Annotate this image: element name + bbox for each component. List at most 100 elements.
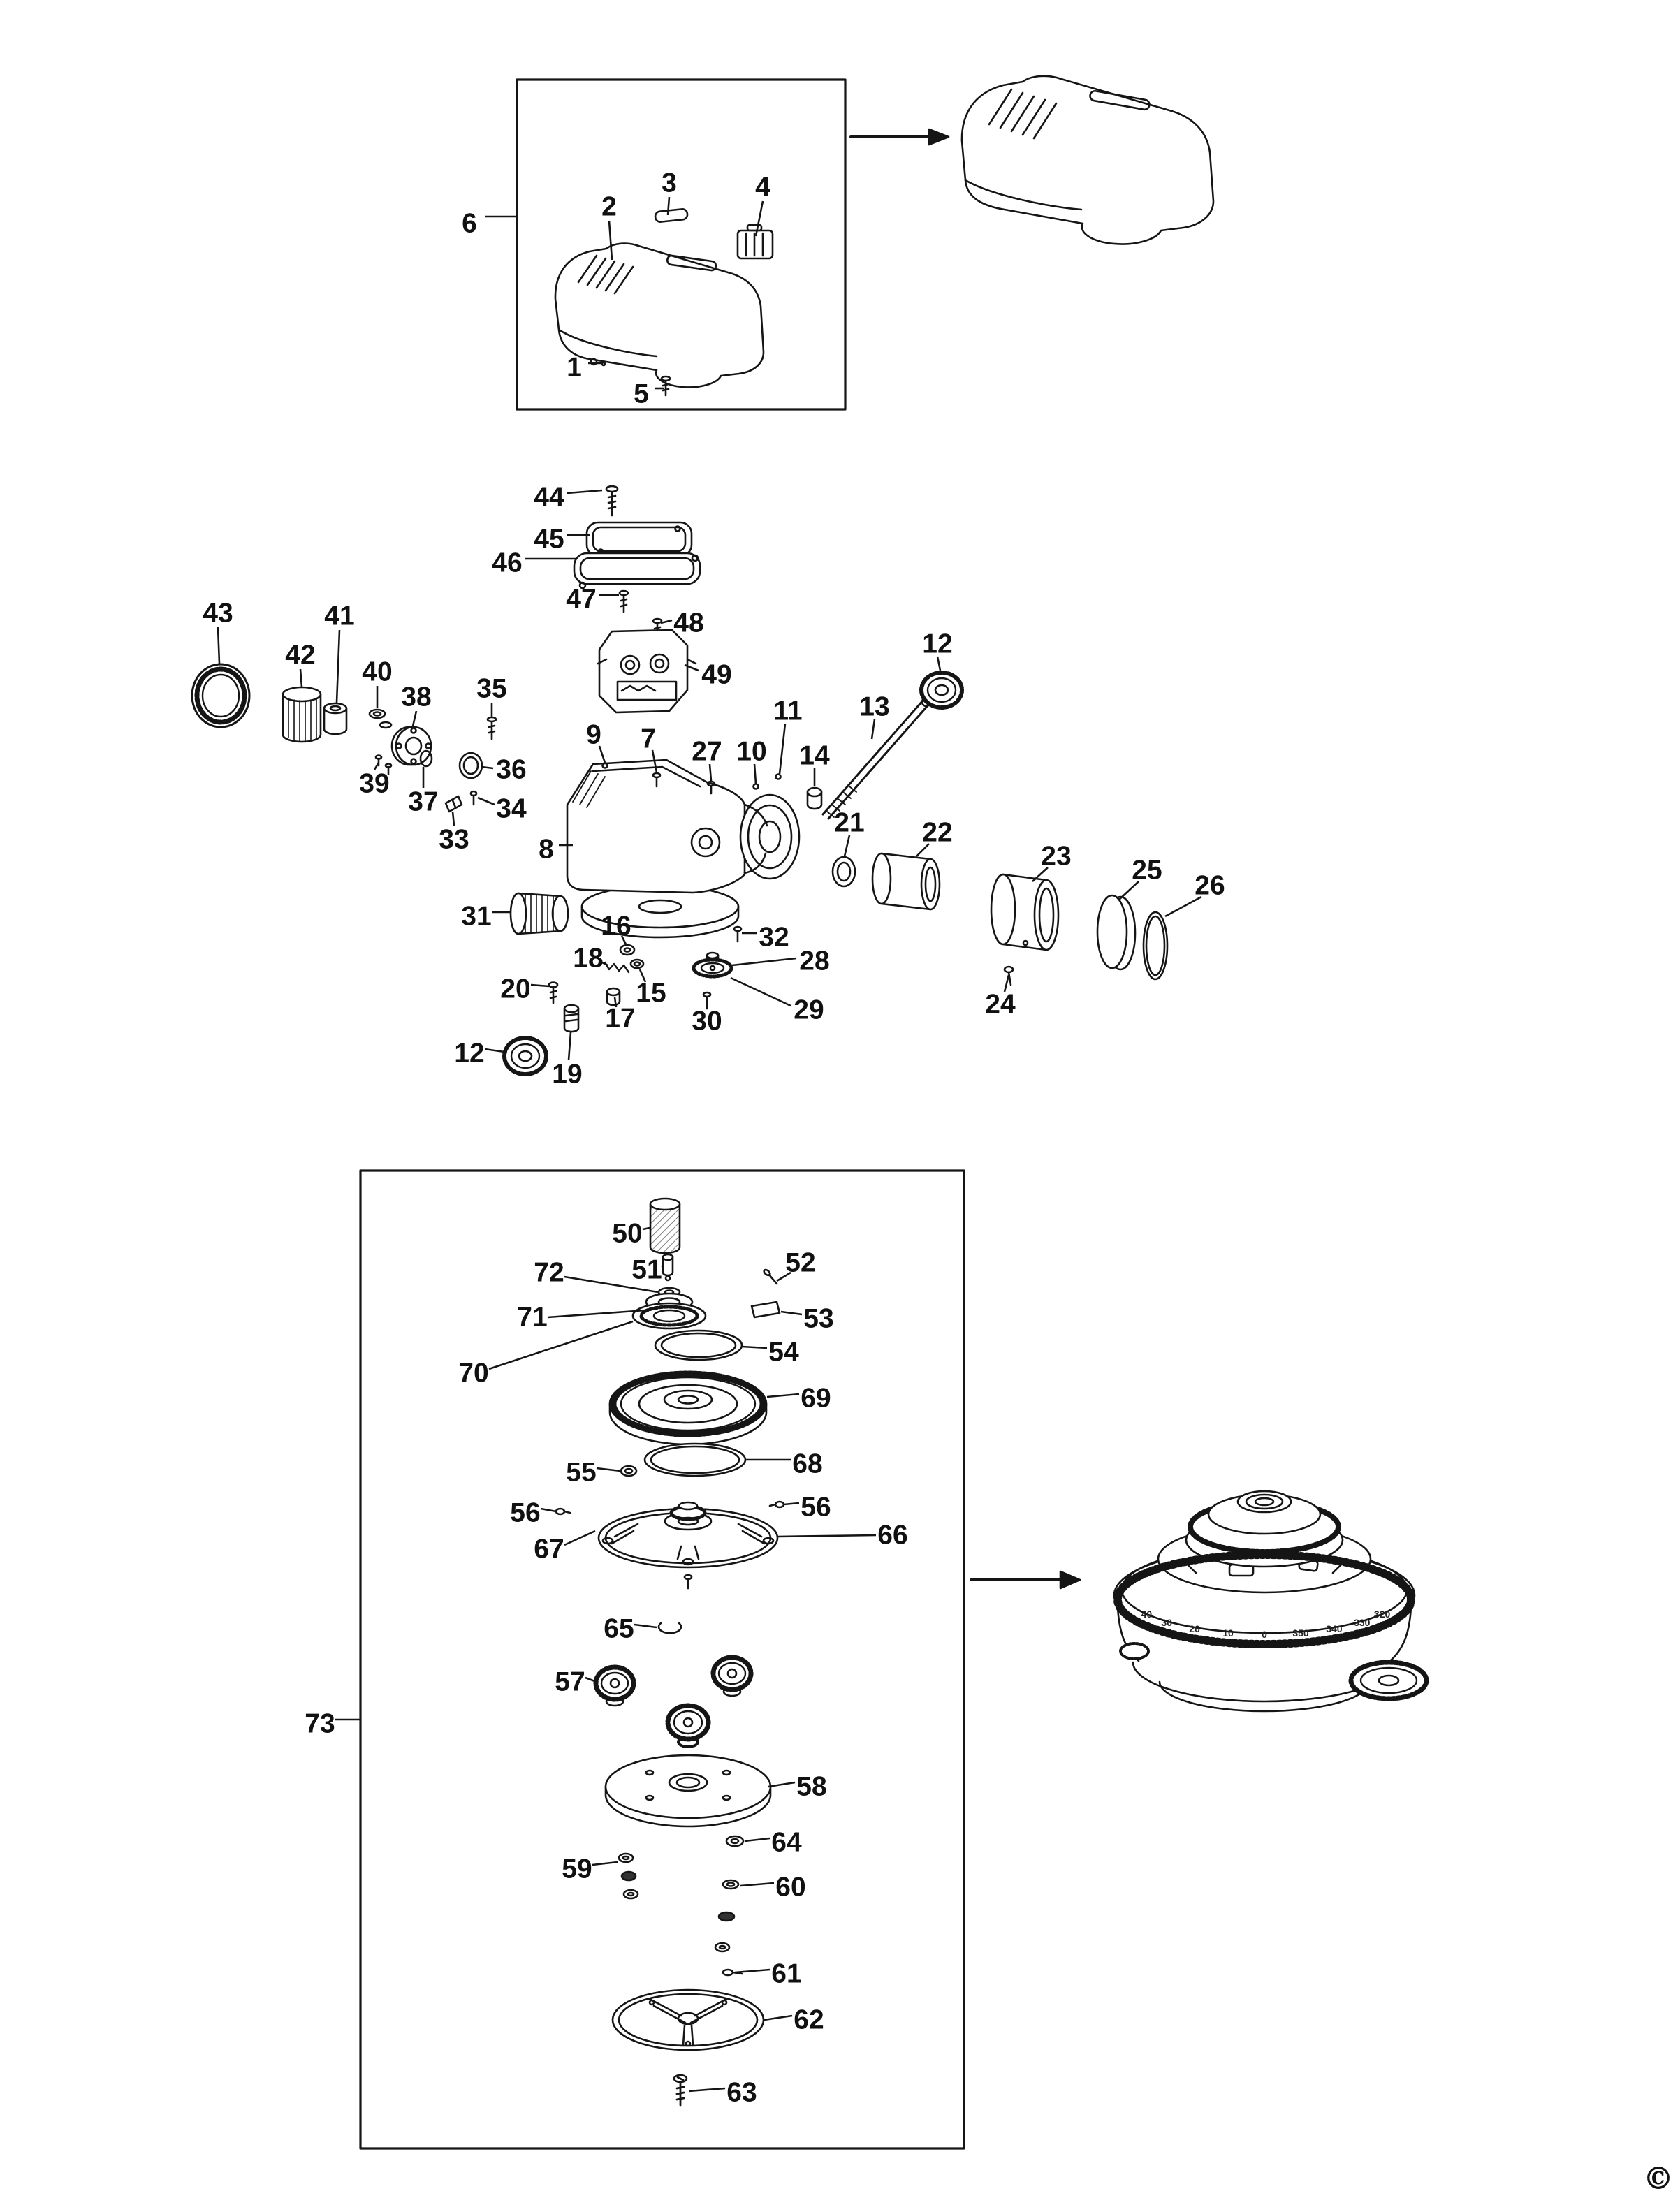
callout-label-19-44: 19 [552, 1060, 582, 1090]
callout-leader-65-66 [634, 1623, 657, 1629]
part-screw-47 [618, 589, 629, 613]
callout-leader-27-25 [708, 763, 713, 782]
callout-leader-10-26 [753, 763, 757, 784]
callout-label-63-74: 63 [726, 2078, 757, 2108]
callout-label-17-42: 17 [605, 1004, 635, 1034]
callout-label-1-4: 1 [567, 353, 582, 383]
callout-leader-17-42 [613, 997, 618, 1008]
callout-label-2-1: 2 [601, 192, 617, 222]
part-cup-17 [606, 987, 621, 1006]
part-pin-3 [654, 208, 689, 223]
callout-label-62-73: 62 [794, 2005, 824, 2035]
callout-leader-50-51 [642, 1226, 650, 1231]
callout-label-5-5: 5 [634, 379, 649, 409]
part-screw-35 [486, 716, 497, 740]
callout-leader-21-31 [843, 835, 851, 857]
callout-label-50-51: 50 [612, 1219, 642, 1249]
part-screw-52 [763, 1268, 778, 1285]
part-base-flange [580, 884, 740, 939]
callout-label-22-32: 22 [922, 818, 952, 848]
callout-label-37-18: 37 [408, 787, 438, 817]
callout-leader-41-14 [335, 629, 341, 703]
callout-leader-64-69 [744, 1837, 770, 1842]
callout-label-40-15: 40 [362, 657, 392, 687]
part-lens-ring-25 [1096, 894, 1137, 971]
callout-label-18-40: 18 [573, 944, 603, 974]
callout-leader-49-11 [684, 664, 699, 672]
callout-label-38-16: 38 [401, 682, 431, 712]
callout-leader-48-10 [660, 619, 673, 624]
part-ring-21 [831, 856, 856, 888]
callout-leader-19-44 [567, 1032, 572, 1061]
callout-leader-26-35 [1164, 895, 1202, 918]
part-switch-4 [736, 224, 774, 260]
part-spring-18 [604, 961, 630, 974]
callout-leader-71-55 [547, 1309, 646, 1319]
callout-leader-18-40 [601, 961, 608, 967]
callout-label-8-37: 8 [539, 835, 554, 865]
callout-leader-55-60 [596, 1467, 621, 1472]
dial-number-320: 320 [1374, 1609, 1391, 1620]
part-lens-ring-26 [1142, 911, 1169, 981]
part-washer-16 [619, 944, 636, 956]
callout-leader-33-22 [451, 811, 455, 826]
callout-label-72-54: 72 [534, 1258, 564, 1288]
callout-label-24-36: 24 [985, 990, 1016, 1020]
part-flange-38 [390, 726, 432, 766]
dial-number-20: 20 [1189, 1623, 1200, 1634]
callout-label-47-9: 47 [566, 585, 596, 615]
part-screw-32 [733, 925, 743, 943]
callout-leader-9-23 [598, 745, 606, 763]
callout-label-25-34: 25 [1132, 856, 1162, 886]
part-plug-14 [806, 786, 823, 810]
callout-leader-59-70 [592, 1861, 618, 1866]
callout-label-42-13: 42 [285, 640, 315, 671]
assembled-cover-view [960, 75, 1215, 245]
callout-leader-12-30 [936, 656, 942, 671]
part-screw-24 [1003, 965, 1014, 986]
part-lens-barrel-23 [990, 873, 1060, 951]
callout-label-36-20: 36 [496, 755, 526, 785]
callout-label-54-57: 54 [768, 1338, 799, 1368]
callout-leader-43-12 [217, 627, 221, 664]
callout-label-31-38: 31 [461, 902, 491, 932]
callout-leader-13-29 [870, 719, 876, 740]
callout-label-6-0: 6 [462, 209, 477, 239]
part-screw-56-left [555, 1507, 571, 1516]
callout-label-48-10: 48 [673, 608, 703, 638]
callout-leader-20-43 [530, 983, 550, 988]
dial-number-30: 30 [1161, 1617, 1172, 1628]
callout-label-27-25: 27 [692, 737, 722, 767]
callout-label-61-72: 61 [771, 1959, 801, 1989]
callout-label-23-33: 23 [1041, 842, 1071, 872]
part-screw-63 [673, 2074, 688, 2107]
callout-leader-4-3 [754, 200, 764, 237]
part-clip-33 [444, 795, 463, 813]
callout-leader-7-24 [651, 749, 658, 773]
dial-number-340: 340 [1326, 1623, 1343, 1634]
part-screw-7 [652, 772, 662, 788]
callout-leader-36-20 [481, 765, 494, 770]
callout-label-13-29: 13 [859, 692, 889, 722]
callout-leader-38-16 [411, 710, 418, 730]
part-screw-10 [752, 783, 759, 790]
callout-leader-11-27 [778, 723, 787, 775]
part-pivot-gear-28-29 [692, 951, 733, 979]
part-ring-54 [654, 1329, 743, 1361]
part-tribrach-plate-66 [597, 1501, 779, 1590]
callout-label-46-8: 46 [492, 548, 522, 578]
callout-label-15-41: 15 [636, 979, 666, 1009]
callout-leader-39-17 [373, 762, 380, 770]
callout-label-56-62: 56 [510, 1498, 540, 1528]
callout-label-58-68: 58 [796, 1772, 826, 1802]
callout-leader-54-57 [741, 1345, 768, 1349]
callout-label-30-49: 30 [692, 1006, 722, 1036]
callout-label-28-47: 28 [799, 946, 829, 976]
callout-leader-61-72 [734, 1968, 770, 1974]
callout-label-49-11: 49 [701, 660, 731, 690]
callout-label-34-21: 34 [496, 794, 527, 824]
part-knurled-knob-12-bottom [502, 1036, 548, 1076]
callout-label-51-52: 51 [631, 1255, 662, 1285]
callout-leader-57-67 [585, 1676, 597, 1683]
